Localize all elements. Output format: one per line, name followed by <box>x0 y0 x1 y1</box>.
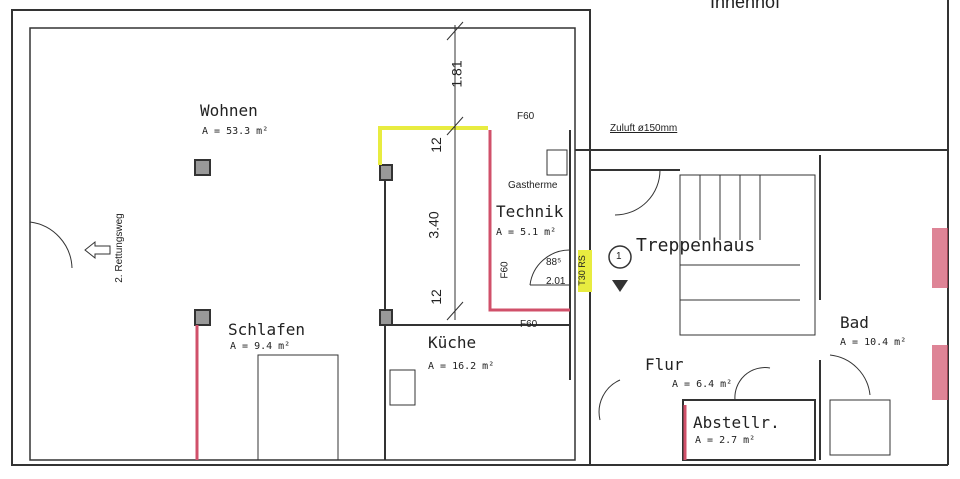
room-bad: Bad <box>840 313 869 332</box>
door-height: 2.01 <box>546 276 566 287</box>
fire-walls <box>195 130 687 460</box>
doors <box>29 169 871 421</box>
door-width: 88⁵ <box>546 257 562 268</box>
dimension-2: 12 <box>427 137 444 153</box>
escape-arrow-icon <box>84 240 111 260</box>
boiler-label: Gastherme <box>508 180 558 191</box>
room-schlafen: Schlafen <box>228 320 306 339</box>
room-flur: Flur <box>645 355 684 374</box>
marker-circle <box>608 245 632 269</box>
stairs <box>680 175 800 301</box>
room-treppenhaus: Treppenhaus <box>636 235 756 256</box>
area-flur: A = 6.4 m² <box>672 379 733 390</box>
walls <box>11 0 949 466</box>
area-technik: A = 5.1 m² <box>496 227 557 238</box>
marker-number: 1 <box>616 251 622 262</box>
room-abstellraum: Abstellr. <box>693 413 780 432</box>
dimension-3: 3.40 <box>425 211 442 239</box>
escape-route-label: 2. Rettungsweg <box>113 213 125 283</box>
area-bad: A = 10.4 m² <box>840 337 907 348</box>
door-rating-highlight <box>578 250 592 292</box>
fire-rating-bottom: F60 <box>520 319 538 330</box>
door-rating: T30 RS <box>576 255 587 286</box>
dimension-1: 1.81 <box>448 60 465 88</box>
room-technik: Technik <box>496 202 564 221</box>
fire-rating-top: F60 <box>517 111 535 122</box>
room-kueche: Küche <box>428 333 477 352</box>
area-schlafen: A = 9.4 m² <box>230 341 291 352</box>
fire-wall-bath-lower <box>932 345 948 400</box>
dimension-line <box>446 21 464 321</box>
area-kueche: A = 16.2 m² <box>428 361 495 372</box>
fire-wall-bath <box>932 228 948 288</box>
marker-triangle-icon <box>612 280 628 292</box>
area-abstellraum: A = 2.7 m² <box>695 435 756 446</box>
room-wohnen: Wohnen <box>200 101 258 120</box>
highlight-wall <box>378 126 488 165</box>
area-wohnen: A = 53.3 m² <box>202 126 269 137</box>
fire-rating-side: F60 <box>499 261 511 279</box>
air-supply-label: Zuluft ø150mm <box>610 123 678 134</box>
courtyard-label: Innenhof <box>710 0 781 12</box>
dimension-4: 12 <box>427 289 444 305</box>
